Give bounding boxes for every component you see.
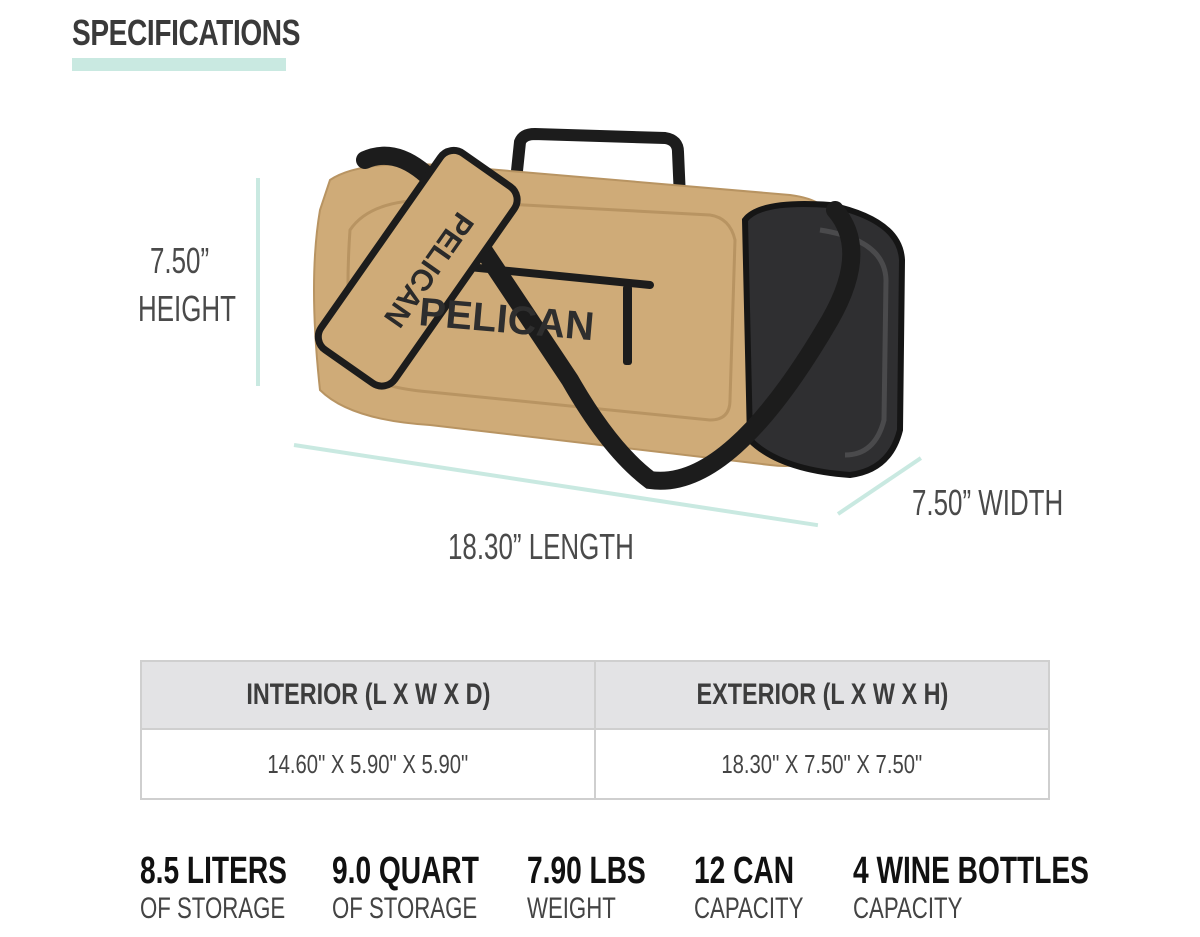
stat-quart: 9.0 QUART OF STORAGE bbox=[332, 850, 530, 926]
stat-value: 9.0 QUART bbox=[332, 850, 479, 892]
height-value-label: 7.50” bbox=[150, 240, 210, 281]
height-text-label: HEIGHT bbox=[138, 288, 236, 329]
exterior-value: 18.30" X 7.50" X 7.50" bbox=[594, 728, 1050, 800]
stat-label: WEIGHT bbox=[527, 892, 616, 925]
stat-value: 12 CAN bbox=[694, 850, 795, 892]
table-row: 14.60" X 5.90" X 5.90" 18.30" X 7.50" X … bbox=[140, 728, 1050, 800]
interior-header: INTERIOR (L X W X D) bbox=[140, 660, 596, 730]
stat-label: OF STORAGE bbox=[332, 892, 478, 925]
stat-value: 7.90 LBS bbox=[527, 850, 646, 892]
width-label: 7.50” WIDTH bbox=[912, 482, 1064, 523]
interior-value: 14.60" X 5.90" X 5.90" bbox=[140, 728, 596, 800]
height-dimension-line bbox=[256, 178, 260, 386]
stat-cans: 12 CAN CAPACITY bbox=[694, 850, 842, 926]
stat-label: CAPACITY bbox=[694, 892, 804, 925]
length-label: 18.30” LENGTH bbox=[448, 526, 634, 567]
stat-label: OF STORAGE bbox=[140, 892, 286, 925]
dimensions-table: INTERIOR (L X W X D) EXTERIOR (L X W X H… bbox=[140, 660, 1050, 800]
stat-label: CAPACITY bbox=[853, 892, 963, 925]
exterior-header: EXTERIOR (L X W X H) bbox=[594, 660, 1050, 730]
cooler-bag-image: PELICAN PELICAN bbox=[313, 127, 906, 490]
title-underline bbox=[72, 58, 286, 71]
stat-value: 4 WINE BOTTLES bbox=[853, 850, 1089, 892]
stat-value: 8.5 LITERS bbox=[140, 850, 287, 892]
page-title: SPECIFICATIONS bbox=[72, 12, 301, 53]
stat-liters: 8.5 LITERS OF STORAGE bbox=[140, 850, 339, 926]
stat-wine-bottles: 4 WINE BOTTLES CAPACITY bbox=[853, 850, 1172, 926]
stat-weight: 7.90 LBS WEIGHT bbox=[527, 850, 688, 926]
